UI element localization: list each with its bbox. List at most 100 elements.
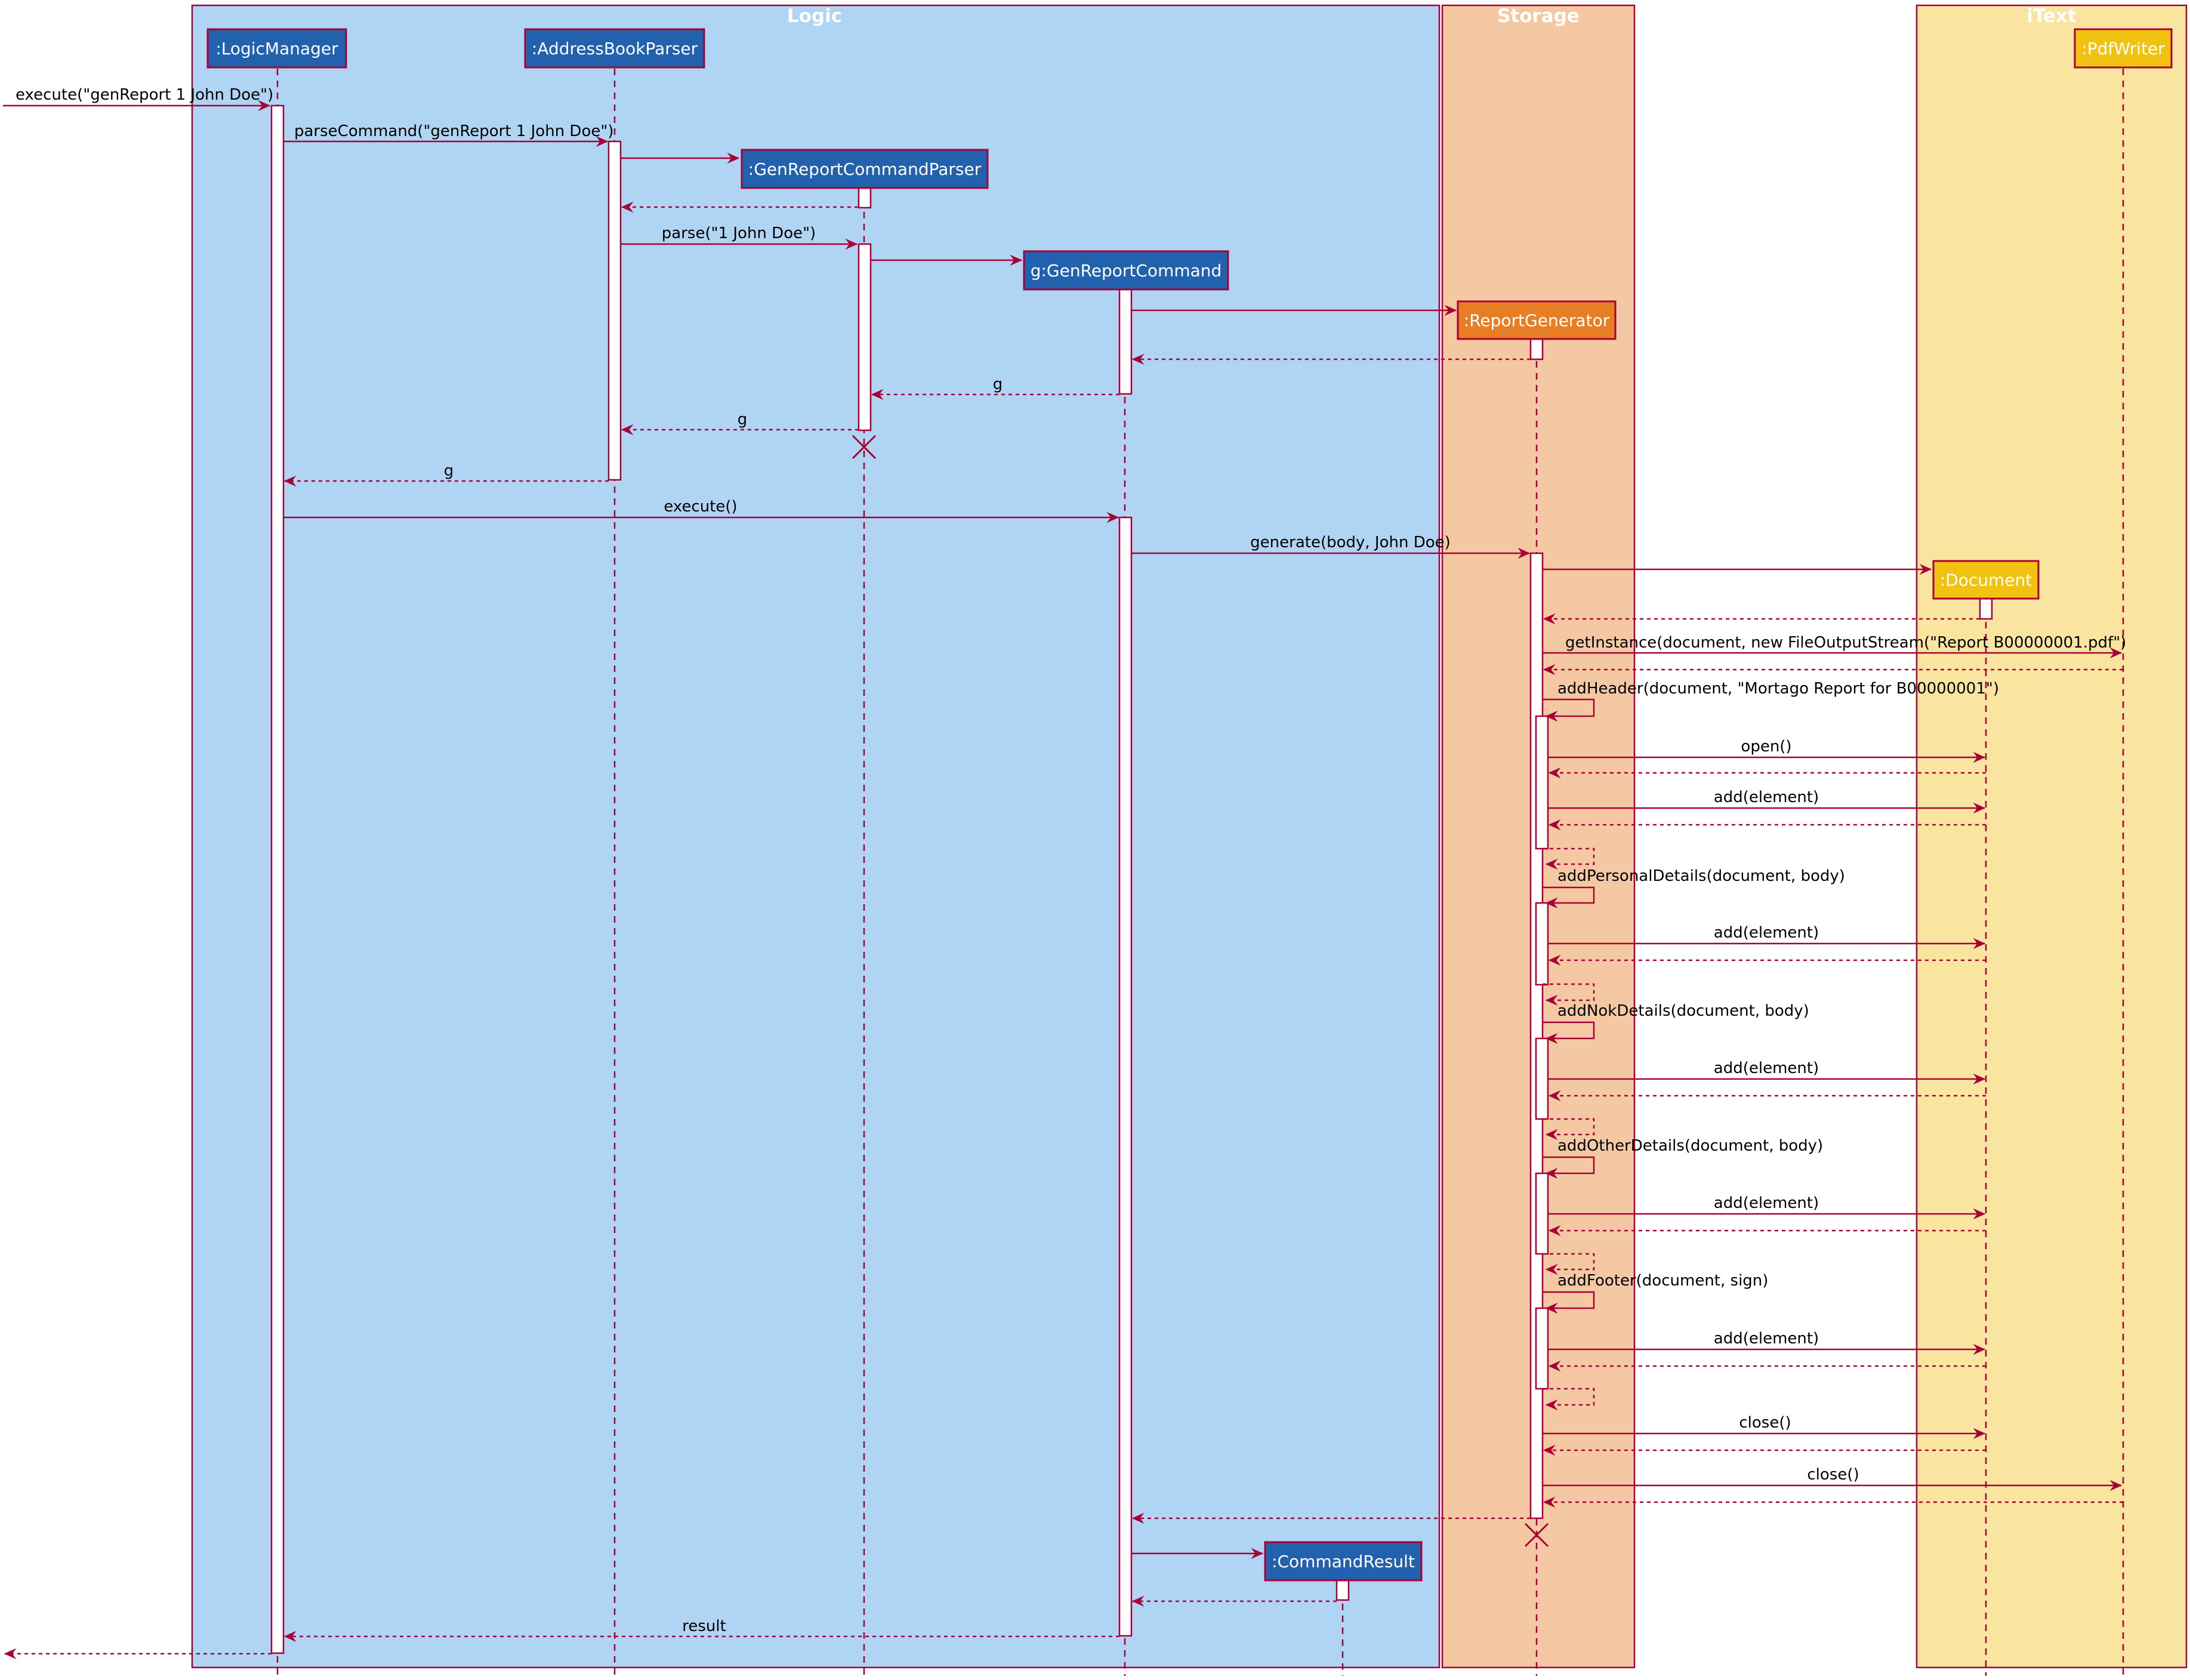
msg-addOtherDetails-self-line bbox=[1543, 1156, 1595, 1175]
labels-layer: execute("genReport 1 John Doe")parseComm… bbox=[16, 86, 2126, 1635]
activation-bar-rg-12 bbox=[1535, 1037, 1549, 1120]
participant-lm: :LogicManager bbox=[206, 28, 347, 69]
message-m18-label: add(element) bbox=[1714, 1194, 1819, 1212]
return-addPersonalDetails-self-line bbox=[1543, 983, 1595, 1001]
create-commandresult-arrowhead bbox=[1251, 1548, 1264, 1559]
message-m6-label: g bbox=[444, 462, 454, 480]
msg-execute-call-arrowhead bbox=[258, 100, 271, 112]
message-m16-label: add(element) bbox=[1714, 1059, 1819, 1077]
return-add-element-3-arrowhead bbox=[1548, 1090, 1561, 1102]
msg-addNokDetails-self-line bbox=[1543, 1021, 1595, 1040]
return-generate-arrowhead bbox=[1131, 1512, 1145, 1524]
activation-bar-grc-5 bbox=[1118, 288, 1133, 395]
return-g-to-parser-arrowhead bbox=[871, 389, 884, 400]
return-add-element-2-arrowhead bbox=[1548, 954, 1561, 966]
participant-abp-label: :AddressBookParser bbox=[532, 39, 698, 58]
return-commandresult-arrowhead bbox=[1131, 1595, 1145, 1607]
msg-addFooter-self-arrowhead bbox=[1545, 1302, 1558, 1314]
packages-layer: Logic Storage iText bbox=[191, 4, 2188, 1669]
activation-bar-grcp-3 bbox=[858, 187, 872, 209]
participant-rg-label: :ReportGenerator bbox=[1464, 311, 1610, 331]
msg-execute-command-arrowhead bbox=[1106, 511, 1119, 523]
msg-getInstance-call-arrowhead bbox=[2109, 647, 2123, 659]
create-genreportcommandparser-arrowhead bbox=[727, 152, 740, 164]
package-storage-title: Storage bbox=[1497, 5, 1580, 27]
participant-cr-label: :CommandResult bbox=[1272, 1552, 1415, 1571]
participant-cr: :CommandResult bbox=[1264, 1541, 1423, 1582]
participant-lm-box bbox=[206, 28, 347, 69]
activation-bar-rg-11 bbox=[1535, 902, 1549, 986]
msg-addHeader-self-line bbox=[1543, 698, 1595, 717]
msg-addNokDetails-self-arrowhead bbox=[1545, 1032, 1558, 1044]
msg-open-call-arrowhead bbox=[1973, 751, 1986, 763]
msg-parse-call-arrowhead bbox=[845, 238, 858, 250]
msg-generate-call-arrowhead bbox=[1517, 547, 1531, 559]
package-logic-frame bbox=[191, 4, 1441, 1669]
return-add-element-1-arrowhead bbox=[1548, 819, 1561, 831]
return-genreportcommandparser-arrowhead bbox=[621, 201, 634, 213]
participant-doc-label: :Document bbox=[1940, 571, 2032, 590]
participant-grc-box bbox=[1023, 250, 1229, 291]
return-addNokDetails-self-arrowhead bbox=[1545, 1129, 1558, 1140]
activation-bar-cr-15 bbox=[1335, 1579, 1350, 1601]
destroy-mark-grcp bbox=[852, 434, 877, 460]
participant-grcp: :GenReportCommandParser bbox=[741, 149, 989, 189]
message-m20-label: add(element) bbox=[1714, 1330, 1819, 1348]
msg-add-element-1-arrowhead bbox=[1973, 802, 1986, 814]
message-m3-label: parse("1 John Doe") bbox=[662, 224, 816, 242]
msg-addPersonalDetails-self-arrowhead bbox=[1545, 897, 1558, 909]
msg-add-element-2-arrowhead bbox=[1973, 938, 1986, 950]
activation-bar-grcp-4 bbox=[858, 243, 872, 431]
participant-doc: :Document bbox=[1932, 560, 2040, 600]
participants-layer: :LogicManager :AddressBookParser :GenRepor… bbox=[206, 28, 2173, 1582]
create-genreportcommand-arrowhead bbox=[1010, 254, 1023, 266]
message-m8-label: generate(body, John Doe) bbox=[1250, 534, 1451, 551]
return-addFooter-self-line bbox=[1543, 1388, 1595, 1406]
participant-grc-label: g:GenReportCommand bbox=[1031, 261, 1222, 280]
create-document-arrowhead bbox=[1919, 563, 1932, 575]
return-addOtherDetails-self-arrowhead bbox=[1545, 1263, 1558, 1275]
return-close-pdfwriter-arrowhead bbox=[1543, 1496, 1556, 1508]
return-g-to-addressbookparser-arrowhead bbox=[621, 424, 634, 436]
message-m22-label: close() bbox=[1807, 1466, 1859, 1484]
return-close-document-arrowhead bbox=[1543, 1444, 1556, 1456]
activation-bar-rg-14 bbox=[1535, 1307, 1549, 1390]
message-m21-label: close() bbox=[1739, 1414, 1791, 1432]
participant-grcp-box bbox=[741, 149, 989, 189]
return-addPersonalDetails-self-arrowhead bbox=[1545, 994, 1558, 1006]
activation-bar-doc-9 bbox=[1979, 597, 1993, 620]
activations-layer bbox=[270, 104, 1993, 1654]
msg-add-element-5-arrowhead bbox=[1973, 1343, 1986, 1355]
message-m7-label: execute() bbox=[664, 498, 737, 516]
message-m4-label: g bbox=[993, 375, 1003, 393]
return-to-caller-arrowhead bbox=[4, 1648, 17, 1660]
msg-addHeader-self-arrowhead bbox=[1545, 710, 1558, 722]
activation-bar-lm-1 bbox=[270, 104, 285, 1654]
return-add-element-5-arrowhead bbox=[1548, 1360, 1561, 1372]
participant-pdf: :PdfWriter bbox=[2074, 28, 2173, 69]
message-m13-label: addPersonalDetails(document, body) bbox=[1557, 867, 1845, 885]
package-logic-title: Logic bbox=[787, 5, 842, 27]
participant-abp: :AddressBookParser bbox=[524, 28, 705, 69]
participant-grcp-label: :GenReportCommandParser bbox=[748, 159, 982, 179]
message-m19-label: addFooter(document, sign) bbox=[1557, 1272, 1768, 1290]
message-m9-label: getInstance(document, new FileOutputStre… bbox=[1565, 634, 2126, 652]
participant-cr-box bbox=[1264, 1541, 1423, 1582]
participant-pdf-box bbox=[2074, 28, 2173, 69]
participant-pdf-label: :PdfWriter bbox=[2081, 39, 2165, 58]
destroy-mark-rg bbox=[1524, 1522, 1549, 1548]
participant-rg-box bbox=[1457, 300, 1617, 340]
return-addNokDetails-self-line bbox=[1543, 1118, 1595, 1136]
participant-grc: g:GenReportCommand bbox=[1023, 250, 1229, 291]
msg-addFooter-self-line bbox=[1543, 1291, 1595, 1309]
activation-bar-rg-10 bbox=[1535, 715, 1549, 850]
participant-rg: :ReportGenerator bbox=[1457, 300, 1617, 340]
participant-lm-label: :LogicManager bbox=[215, 39, 338, 58]
msg-addPersonalDetails-self-line bbox=[1543, 886, 1595, 904]
msg-close-document-arrowhead bbox=[1973, 1428, 1986, 1439]
package-itext-title: iText bbox=[2026, 5, 2077, 27]
message-m12-label: add(element) bbox=[1714, 788, 1819, 806]
return-addHeader-self-line bbox=[1543, 847, 1595, 865]
message-m11-label: open() bbox=[1741, 738, 1791, 756]
